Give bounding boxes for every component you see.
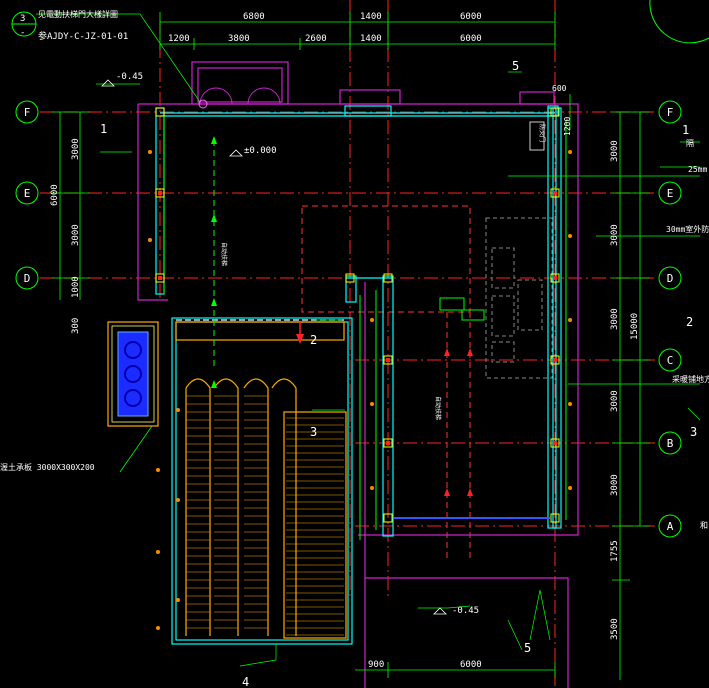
level-floor: ±0.000 (244, 146, 277, 156)
dim-top2-2: 3800 (228, 34, 250, 44)
dim-right-cb: 3000 (610, 390, 620, 412)
grid-label-right-b: B (667, 437, 674, 450)
grid-label-right-e: E (667, 187, 674, 200)
pit-note: 渥土承板 3000X300X200 (0, 462, 95, 472)
ref-number: 3 (20, 14, 25, 24)
ref-dash: - (20, 28, 25, 38)
grid-label-left-e: E (24, 187, 31, 200)
dim-bottom-1: 900 (368, 660, 384, 670)
grid-bubbles-left (15, 100, 39, 290)
escalator-label-right: 自动扶梯 (434, 396, 442, 420)
dim-right-ext1: 1755 (610, 540, 620, 562)
ref-title: 见電動扶梯門大樣詳圖 (38, 9, 118, 19)
dim-right-top: 600 (552, 84, 567, 93)
fixings (148, 150, 572, 630)
grid-label-right-d: D (667, 272, 674, 285)
door-tag: 防火门 (538, 124, 546, 142)
dim-left-sub: 1000 (71, 276, 81, 298)
dim-top2-1: 1200 (168, 34, 190, 44)
dim-top-3: 6000 (460, 12, 482, 22)
level-markers (101, 79, 447, 615)
grid-bubble-right-d (658, 266, 682, 290)
dim-right-small: 1200 (563, 117, 572, 136)
door-tag-box (529, 121, 545, 151)
dim-right-total: 15000 (630, 313, 640, 340)
column-fills (158, 191, 557, 445)
dim-right-ed: 3000 (610, 224, 620, 246)
grid-bubble-left-d (15, 266, 39, 290)
leader-lines (36, 13, 701, 667)
callout-5-top: 5 (512, 59, 519, 73)
dim-top2-5: 6000 (460, 34, 482, 44)
red-arrows (296, 334, 473, 496)
building-outline (137, 61, 579, 688)
grid-label-left-f: F (24, 106, 31, 119)
stair-treads (186, 395, 344, 636)
north-arc (649, 0, 709, 44)
callout-2-right: 2 (686, 315, 693, 329)
note-right-5: 和 (700, 521, 708, 530)
grid-bubble-right-f (658, 100, 682, 124)
interior-dashed (301, 205, 471, 560)
dimension-lines (52, 12, 650, 680)
dim-left-offset: 300 (71, 318, 81, 334)
note-right-1: 隔 (686, 139, 694, 148)
note-right-3: 30mm室外防水 (666, 224, 709, 234)
grid-bubble-right-e (658, 181, 682, 205)
grid-bubble-right-b (658, 431, 682, 455)
grid-label-right-a: A (667, 520, 674, 533)
dim-right-fe: 3000 (610, 140, 620, 162)
dim-top2-4: 1400 (360, 34, 382, 44)
grid-label-right-c: C (667, 354, 674, 367)
dim-top2-3: 2600 (305, 34, 327, 44)
callout-3-right: 3 (690, 425, 697, 439)
equipment-area (485, 217, 553, 379)
dim-right-dc: 3000 (610, 308, 620, 330)
dim-top-1: 6800 (243, 12, 265, 22)
grid-bubble-left-e (15, 181, 39, 205)
dim-right-ba: 3000 (610, 474, 620, 496)
note-right-4: 采暖铺地方 (672, 374, 709, 384)
level-bottom: -0.45 (452, 606, 479, 616)
ref-bubble (11, 11, 37, 37)
direction-arrowheads (211, 136, 217, 388)
callout-3-center: 3 (310, 425, 317, 439)
grid-bubble-left-f (15, 100, 39, 124)
dim-right-ext2: 3500 (610, 618, 620, 640)
escalator-label-left: 自动扶梯 (220, 242, 228, 266)
grid-bubble-right-a (658, 514, 682, 538)
grid-bubble-right-c (658, 348, 682, 372)
ref-sheet: 参AJDY-C-JZ-01-01 (38, 30, 128, 42)
entrance-doors (199, 87, 281, 105)
escalator-pit (175, 319, 347, 639)
callout-5-bottom: 5 (524, 641, 531, 655)
callout-1-right: 1 (682, 123, 689, 137)
walls (155, 105, 562, 645)
callout-2-center: 2 (310, 333, 317, 347)
callout-1-left: 1 (100, 122, 107, 136)
callout-4-bottom: 4 (242, 675, 249, 688)
columns (155, 107, 560, 523)
dim-left-ed: 3000 (71, 224, 81, 246)
grid-label-left-d: D (24, 272, 31, 285)
level-top-left: -0.45 (116, 72, 143, 82)
pit-detail (107, 321, 159, 473)
dim-left-total: 6000 (50, 184, 60, 206)
dim-bottom-2: 6000 (460, 660, 482, 670)
ref-marker (198, 99, 208, 109)
grid-label-right-f: F (667, 106, 674, 119)
grid-bubbles-right (658, 100, 682, 538)
dim-top-2: 1400 (360, 12, 382, 22)
note-right-2: 25mm (688, 165, 707, 174)
glass-walls (163, 112, 567, 540)
dim-left-fe: 3000 (71, 138, 81, 160)
